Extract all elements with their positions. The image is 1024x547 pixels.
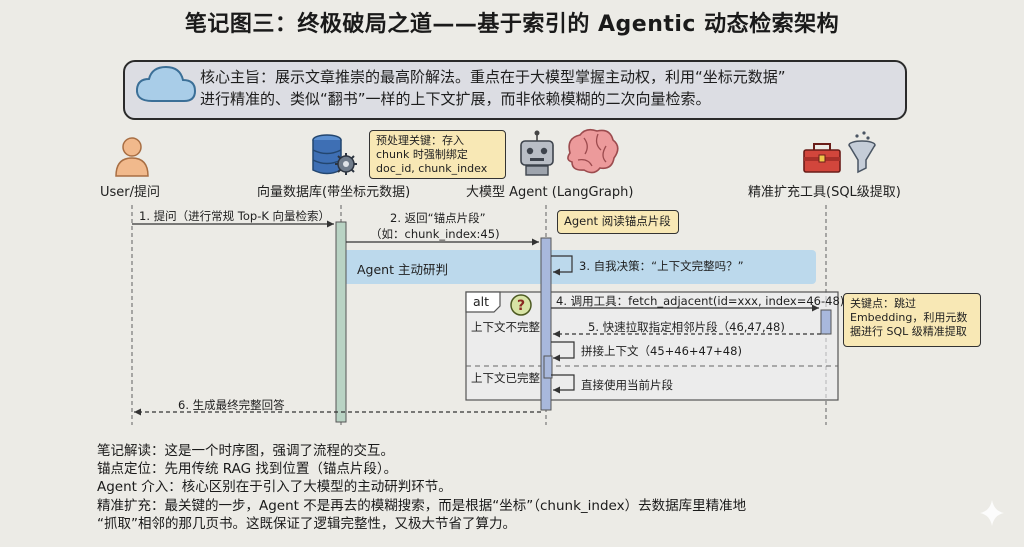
user-icon — [115, 137, 149, 177]
activation-tool — [820, 309, 832, 335]
bottom-note-1: 笔记解读：这是一个时序图，强调了流程的交互。 — [97, 443, 394, 459]
actor-tool-label: 精准扩充工具(SQL级提取) — [748, 185, 901, 200]
actor-agent-label: 大模型 Agent (LangGraph) — [466, 185, 634, 200]
preprocess-note-line-3: doc_id, chunk_index — [376, 162, 488, 175]
preprocess-note-line-1: 预处理关键：存入 — [376, 134, 464, 147]
band-label: Agent 主动研判 — [357, 262, 448, 277]
bottom-note-2: 锚点定位：先用传统 RAG 找到位置（锚点片段）。 — [97, 461, 398, 478]
agent-judgement-band — [340, 250, 816, 284]
page-title: 笔记图三：终极破局之道——基于索引的 Agentic 动态检索架构 — [184, 12, 840, 37]
brain-icon — [567, 128, 619, 174]
key-point-note-line-2: Embedding，利用元数 — [850, 311, 968, 324]
arrow-concat — [551, 341, 575, 359]
bottom-notes: 笔记解读：这是一个时序图，强调了流程的交互。 锚点定位：先用传统 RAG 找到位… — [97, 442, 997, 533]
bottom-note-5: “抓取”相邻的那几页书。这既保证了逻辑完整性，又极大节省了算力。 — [97, 515, 516, 532]
toolbox-icon — [803, 143, 841, 173]
activation-agent-nested — [543, 355, 553, 379]
key-point-note-line-3: 据进行 SQL 级精准提取 — [850, 325, 967, 338]
key-point-note: 关键点：跳过 Embedding，利用元数 据进行 SQL 级精准提取 — [843, 293, 981, 347]
message-4-label: 4. 调用工具：fetch_adjacent(id=xxx, index=46-… — [556, 294, 845, 308]
question-icon: ? — [510, 294, 532, 316]
message-2-sub-label: （如：chunk_index:45) — [370, 227, 500, 241]
sparkle-icon — [980, 500, 1004, 526]
alt-condition-2: 上下文已完整 — [471, 371, 540, 385]
database-gear-icon — [312, 134, 357, 175]
summary-line-1: 核心主旨：展示文章推崇的最高阶解法。重点在于大模型掌握主动权，利用“坐标元数据” — [200, 68, 786, 86]
agent-read-note: Agent 阅读锚点片段 — [557, 210, 679, 234]
message-1-label: 1. 提问（进行常规 Top-K 向量检索） — [139, 209, 331, 223]
key-point-note-line-1: 关键点：跳过 — [850, 297, 916, 310]
bottom-note-3: Agent 介入：核心区别在于引入了大模型的主动研判环节。 — [97, 479, 452, 496]
actor-vectordb-label: 向量数据库(带坐标元数据) — [257, 185, 411, 200]
message-2-label: 2. 返回“锚点片段” — [390, 211, 486, 225]
alt-tab — [465, 291, 501, 313]
alt-keyword: alt — [473, 294, 490, 309]
funnel-icon — [848, 131, 876, 174]
summary-box — [123, 60, 907, 120]
preprocess-note-line-2: chunk 时强制绑定 — [376, 148, 468, 161]
preprocess-note: 预处理关键：存入 chunk 时强制绑定 doc_id, chunk_index — [369, 130, 506, 179]
bottom-note-4: 精准扩充：最关键的一步，Agent 不是再去的模糊搜索，而是根据“坐标”（chu… — [97, 497, 747, 514]
summary-text: 核心主旨：展示文章推崇的最高阶解法。重点在于大模型掌握主动权，利用“坐标元数据”… — [200, 66, 900, 110]
activation-vectordb — [335, 221, 347, 423]
message-3-label: 3. 自我决策：“上下文完整吗？” — [579, 259, 744, 273]
svg-text:?: ? — [517, 298, 525, 314]
message-concat-label: 拼接上下文（45+46+47+48) — [581, 344, 742, 358]
message-5-label: 5. 快速拉取指定相邻片段（46,47,48) — [588, 320, 785, 334]
arrow-direct — [551, 374, 575, 391]
activation-agent — [540, 237, 552, 411]
summary-line-2: 进行精准的、类似“翻书”一样的上下文扩展，而非依赖模糊的二次向量检索。 — [200, 90, 711, 108]
robot-icon — [520, 130, 554, 176]
arrow-3 — [551, 255, 573, 273]
message-direct-label: 直接使用当前片段 — [581, 378, 673, 392]
message-6-label: 6. 生成最终完整回答 — [178, 398, 285, 412]
actor-user-label: User/提问 — [100, 185, 161, 200]
alt-condition-1: 上下文不完整 — [471, 320, 540, 334]
